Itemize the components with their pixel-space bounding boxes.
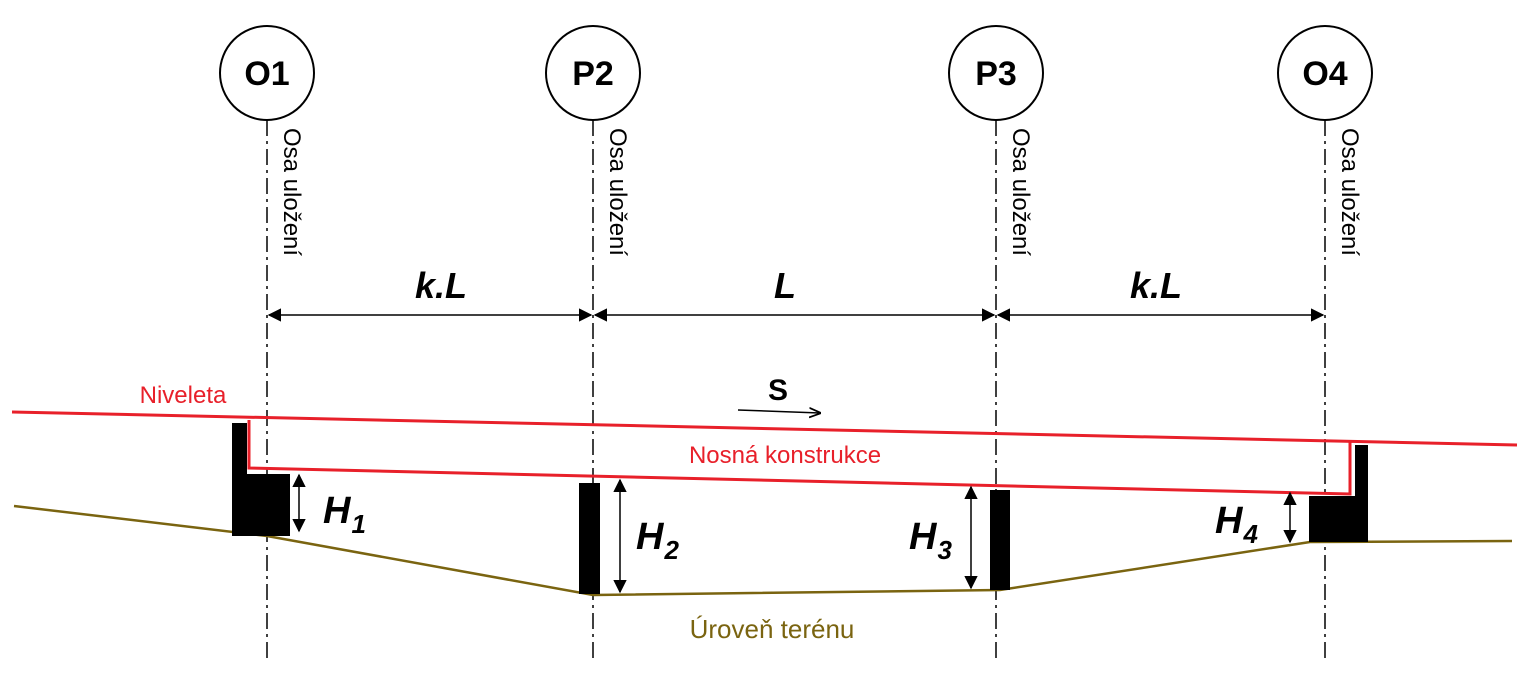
span-label-3: k.L <box>1130 265 1182 306</box>
support-circle-o1 <box>219 25 315 121</box>
abutment-o1 <box>232 423 290 536</box>
height-dimensions: H1 H2 H3 H4 <box>292 473 1297 594</box>
span-label-1: k.L <box>415 265 467 306</box>
superstructure-outline <box>247 420 1352 496</box>
support-o4: O4 <box>1277 25 1373 121</box>
support-id-p3: P3 <box>975 55 1017 93</box>
axis-label-o1: Osa uložení <box>278 128 305 256</box>
span-label-2: L <box>774 265 796 306</box>
support-circle-o4 <box>1277 25 1373 121</box>
height-label-2-sub: 2 <box>663 535 679 565</box>
pier-p2 <box>579 483 600 594</box>
axis-label-p3: Osa uložení <box>1007 128 1034 256</box>
height-label-3-sub: 3 <box>937 535 952 565</box>
support-axes <box>266 120 1326 662</box>
abutment-o4 <box>1309 445 1368 542</box>
direction-label: S <box>768 374 788 407</box>
support-o1: O1 <box>219 25 315 121</box>
height-label-3-base: H <box>909 516 938 558</box>
height-label-3: H3 <box>909 516 952 565</box>
axis-label-p2: Osa uložení <box>604 128 631 256</box>
height-label-2-base: H <box>636 516 665 558</box>
support-circles: O1 P2 P3 O4 <box>219 25 1373 121</box>
span-dimensions: k.L L k.L <box>267 265 1325 322</box>
support-id-o1: O1 <box>244 55 289 93</box>
direction-arrow <box>737 410 820 413</box>
support-circle-p2 <box>545 25 641 121</box>
height-label-1-sub: 1 <box>351 509 365 539</box>
superstructure-label: Nosná konstrukce <box>689 442 881 469</box>
height-label-1-base: H <box>323 490 352 532</box>
height-label-2: H2 <box>636 516 679 565</box>
direction-indicator: S <box>737 374 820 413</box>
height-label-4: H4 <box>1215 500 1258 549</box>
niveleta-line <box>11 410 1518 447</box>
substructure <box>232 423 1368 594</box>
height-label-4-base: H <box>1215 500 1244 542</box>
axis-labels: Osa uložení Osa uložení Osa uložení Osa … <box>278 128 1363 256</box>
pier-p3 <box>990 490 1010 590</box>
niveleta-label: Niveleta <box>140 382 227 409</box>
height-label-4-sub: 4 <box>1242 519 1258 549</box>
axis-label-o4: Osa uložení <box>1336 128 1363 256</box>
terrain-label: Úroveň terénu <box>690 614 855 644</box>
support-p2: P2 <box>545 25 641 121</box>
support-id-p2: P2 <box>572 55 614 93</box>
height-label-1: H1 <box>323 490 366 539</box>
support-id-o4: O4 <box>1302 55 1347 93</box>
support-p3: P3 <box>948 25 1044 121</box>
support-circle-p3 <box>948 25 1044 121</box>
